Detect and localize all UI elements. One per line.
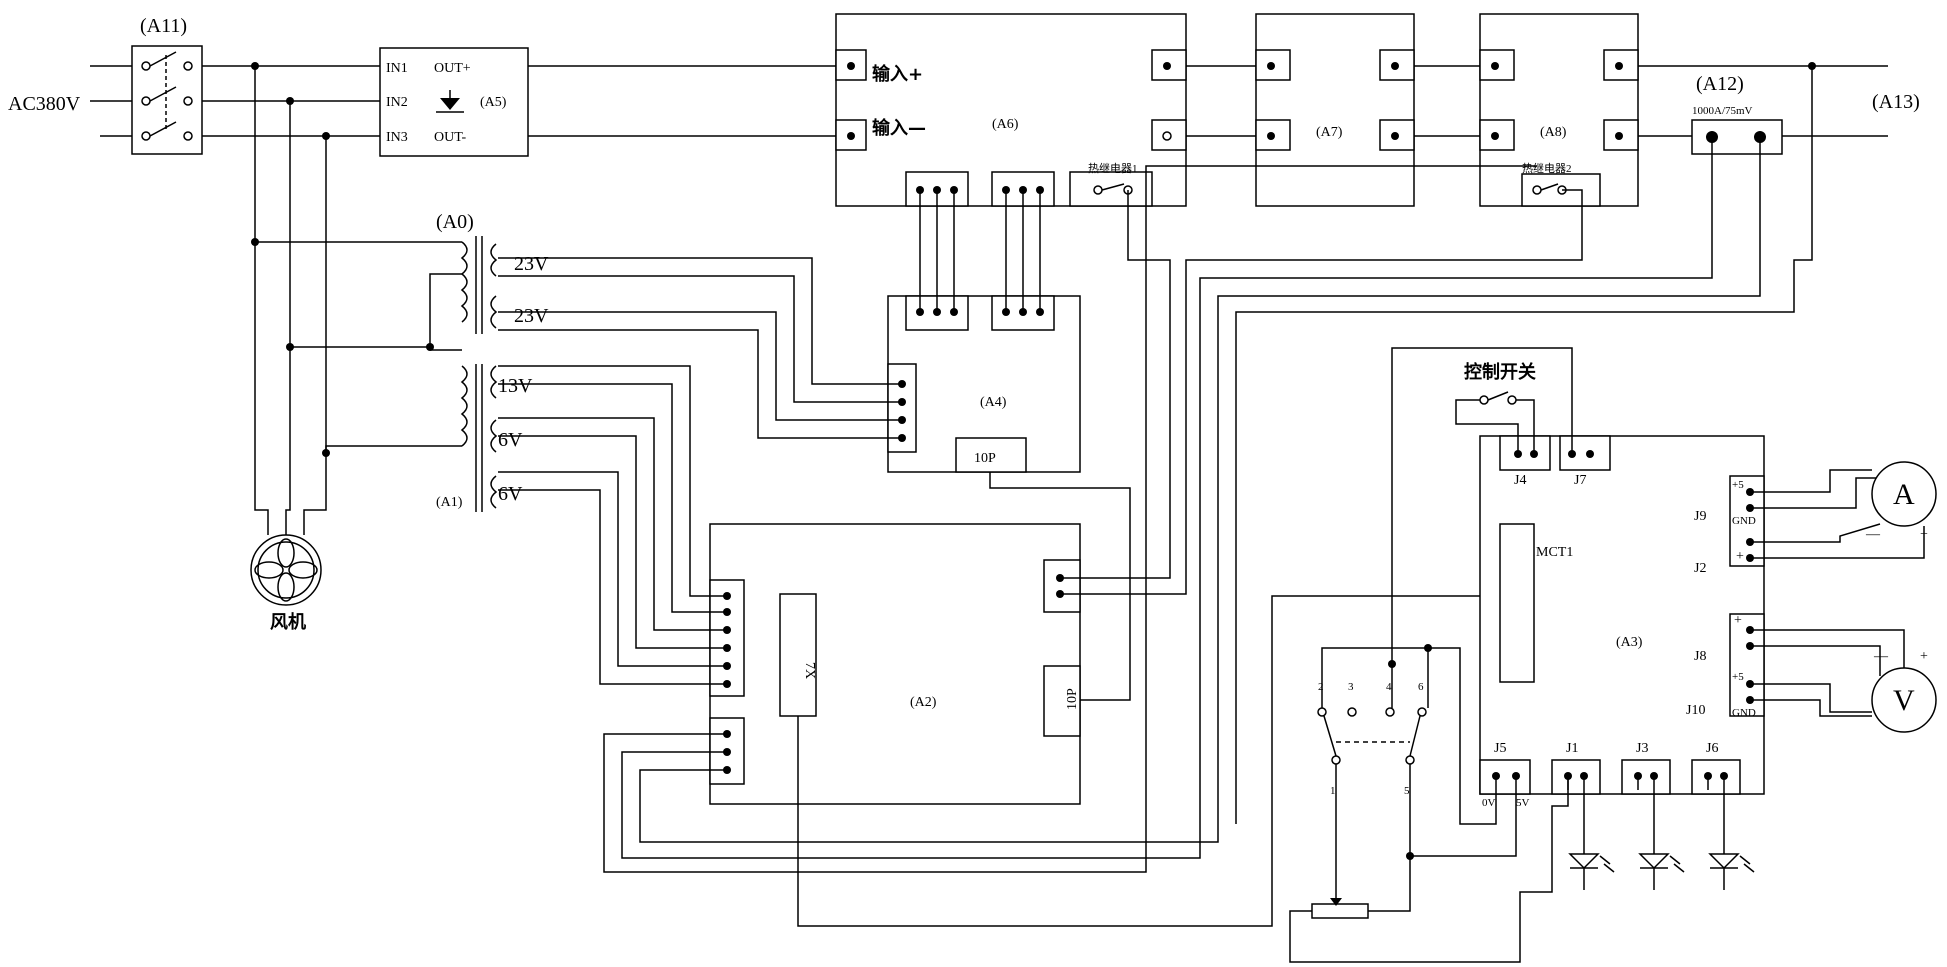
svg-text:—: — — [1873, 649, 1889, 664]
j2-label: J2 — [1694, 561, 1706, 576]
svg-text:IN1: IN1 — [386, 61, 408, 76]
fan-icon — [250, 534, 322, 606]
diode-icon — [440, 98, 460, 110]
a0-label: (A0) — [436, 211, 474, 233]
potentiometer — [1289, 776, 1569, 963]
a6-label: (A6) — [992, 117, 1019, 132]
secondary-6v-a: 6V — [498, 429, 523, 451]
svg-text:IN2: IN2 — [386, 95, 408, 110]
led-1-icon — [1568, 776, 1615, 890]
feedback-wires — [1235, 66, 1813, 824]
svg-text:OUT+: OUT+ — [434, 61, 471, 76]
a12-label: (A12) — [1696, 73, 1744, 95]
fan: 风机 — [250, 534, 322, 633]
a2-label: (A2) — [910, 695, 937, 710]
j10-label: J10 — [1686, 703, 1705, 718]
secondary-6v-b: 6V — [498, 483, 523, 505]
j9-label: J9 — [1694, 509, 1706, 524]
svg-text:A: A — [1893, 478, 1915, 511]
a7-body — [1255, 13, 1415, 207]
transformer: (A0) (A1) 23V 23V 13V 6V 6V — [255, 211, 549, 512]
shunt-body — [1691, 119, 1783, 155]
thermal-relay-1-label: 热继电器1 — [1088, 162, 1138, 175]
svg-text:3: 3 — [1348, 681, 1354, 693]
svg-text:IN3: IN3 — [386, 130, 408, 145]
a8-label: (A8) — [1540, 125, 1567, 140]
a11-label: (A11) — [140, 15, 187, 37]
led-3-icon — [1708, 776, 1755, 890]
ac380v-label: AC380V — [8, 93, 81, 115]
svg-text:0V: 0V — [1482, 797, 1496, 809]
breaker-a11: (A11) — [131, 15, 203, 155]
a3-label: (A3) — [1616, 635, 1643, 650]
module-a8: (A8) 热继电器2 — [1479, 13, 1639, 207]
phase-lines — [202, 62, 380, 535]
module-a6: 输入+ 输入— (A6) 热继电器1 — [835, 13, 1187, 207]
svg-text:2: 2 — [1318, 681, 1324, 693]
control-switch-label: 控制开关 — [1464, 361, 1536, 383]
shunt-a12: (A12) 1000A/75mV (A13) — [1691, 73, 1920, 155]
a2-body — [709, 523, 1081, 805]
svg-text:5V: 5V — [1516, 797, 1530, 809]
svg-text:OUT-: OUT- — [434, 130, 466, 145]
module-a4: (A4) 10P — [498, 190, 1081, 473]
j5-label: J5 — [1494, 741, 1506, 756]
svg-text:6: 6 — [1418, 681, 1424, 693]
j4-label: J4 — [1514, 473, 1526, 488]
svg-text:+: + — [1920, 649, 1928, 664]
selector-switch: 2 3 4 6 1 5 — [1317, 644, 1517, 908]
rectifier-a5: IN1 IN2 IN3 OUT+ OUT- (A5) — [379, 47, 836, 157]
svg-text:—: — — [1865, 527, 1881, 542]
a4-label: (A4) — [980, 395, 1007, 410]
module-a7: (A7) — [1255, 13, 1415, 207]
a2-10p-label: 10P — [1065, 688, 1080, 710]
svg-text:+: + — [1736, 549, 1744, 564]
a2-7x-label: 7X — [802, 662, 817, 679]
j3-label: J3 — [1636, 741, 1648, 756]
svg-text:+: + — [1734, 613, 1742, 628]
svg-text:1: 1 — [1330, 785, 1336, 797]
secondary-23v-a: 23V — [514, 253, 549, 275]
j1-label: J1 — [1566, 741, 1578, 756]
svg-text:4: 4 — [1386, 681, 1392, 693]
shunt-rating: 1000A/75mV — [1692, 105, 1753, 117]
a13-label: (A13) — [1872, 91, 1920, 113]
ammeter: A — + — [1750, 461, 1937, 559]
svg-text:+5: +5 — [1732, 671, 1744, 683]
secondary-23v-b: 23V — [514, 305, 549, 327]
svg-text:GND: GND — [1732, 707, 1756, 719]
secondary-13v: 13V — [498, 375, 533, 397]
mct1-label: MCT1 — [1536, 545, 1573, 560]
led-indicators — [1567, 776, 1755, 890]
svg-text:+5: +5 — [1732, 479, 1744, 491]
fan-label: 风机 — [270, 612, 306, 633]
thermal-relay-2-label: 热继电器2 — [1522, 162, 1572, 175]
svg-text:V: V — [1893, 684, 1915, 717]
potentiometer-icon — [1311, 903, 1369, 919]
input-minus-label: 输入— — [872, 117, 926, 139]
a5-label: (A5) — [480, 95, 507, 110]
a4-10p-label: 10P — [974, 451, 996, 466]
voltmeter: V — + — [1750, 629, 1937, 733]
ammeter-icon — [1871, 461, 1937, 527]
module-a2: 7X (A2) 10P — [498, 137, 1761, 927]
svg-text:5: 5 — [1404, 785, 1410, 797]
a7-label: (A7) — [1316, 125, 1343, 140]
j7-label: J7 — [1574, 473, 1586, 488]
svg-text:GND: GND — [1732, 515, 1756, 527]
ac-input: AC380V — [8, 65, 132, 137]
module-a3: (A3) MCT1 J4 J7 控制开关 +5 GND + J9 J2 + +5… — [1391, 347, 1765, 809]
j8-label: J8 — [1694, 649, 1706, 664]
input-plus-label: 输入+ — [872, 63, 923, 85]
j6-label: J6 — [1706, 741, 1718, 756]
a1-label: (A1) — [436, 495, 463, 510]
module-links — [1186, 62, 1888, 137]
led-2-icon — [1638, 776, 1685, 890]
